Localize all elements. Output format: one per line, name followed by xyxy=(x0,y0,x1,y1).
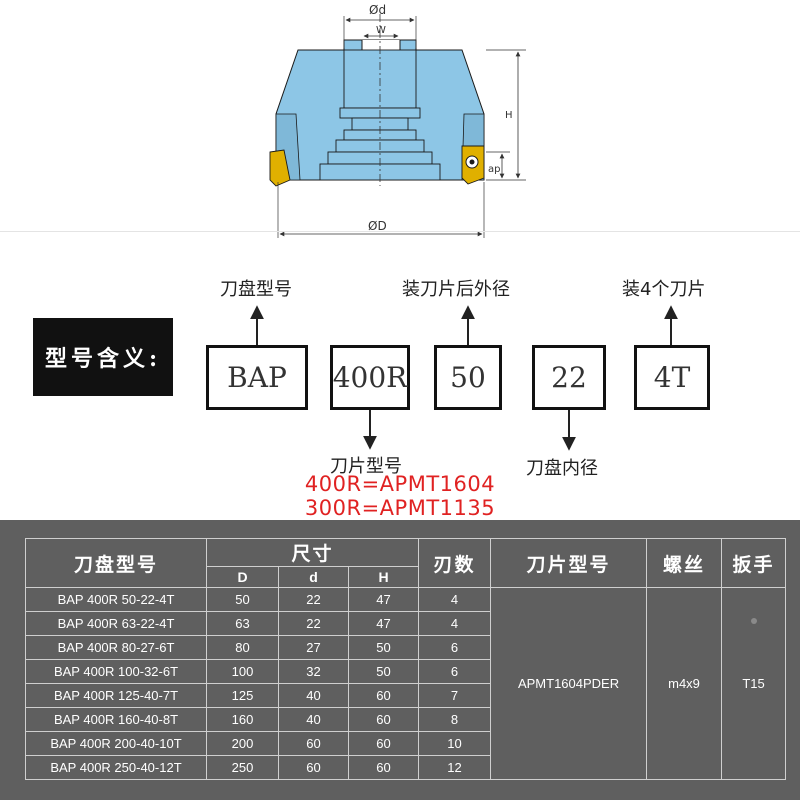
cell-D: 50 xyxy=(206,587,279,612)
table-row: BAP 400R 50-22-4T 50 22 47 4 APMT1604PDE… xyxy=(25,587,787,780)
header-wrench: 扳手 xyxy=(721,538,787,588)
dim-d-label: Ød xyxy=(369,3,386,17)
cell-D: 100 xyxy=(206,659,279,684)
insert-note-400r: 400R=APMT1604 xyxy=(304,472,496,496)
dim-D-label: ØD xyxy=(368,219,387,233)
header-flutes: 刃数 xyxy=(418,538,492,588)
cell-d: 40 xyxy=(278,707,349,732)
cell-H: 50 xyxy=(347,635,420,660)
left-insert xyxy=(269,149,291,187)
cell-H: 47 xyxy=(347,611,420,636)
table-row: BAP 400R 63-22-4T 63 22 47 4 xyxy=(25,611,786,636)
cell-H: 50 xyxy=(347,659,420,684)
cell-d: 27 xyxy=(278,635,349,660)
cell-flutes: 4 xyxy=(418,587,492,612)
cell-flutes: 10 xyxy=(418,731,492,756)
insert-note-300r: 300R=APMT1135 xyxy=(304,496,496,520)
cell-wrench: T15 xyxy=(721,587,787,780)
cell-D: 80 xyxy=(206,635,279,660)
code-box-insert-count: 4T xyxy=(634,345,710,410)
header-insert-model: 刀片型号 xyxy=(490,538,648,588)
cell-D: 63 xyxy=(206,611,279,636)
dot-mark xyxy=(750,618,757,624)
cell-insert-model: APMT1604PDER xyxy=(490,587,648,780)
cell-d: 22 xyxy=(278,611,349,636)
cell-H: 60 xyxy=(347,755,420,780)
annotation-insert-model: 刀片型号 xyxy=(330,456,402,477)
cell-flutes: 12 xyxy=(418,755,492,780)
cell-flutes: 4 xyxy=(418,611,492,636)
code-box-inner-diameter: 22 xyxy=(532,345,606,410)
cell-H: 60 xyxy=(347,731,420,756)
cell-H: 60 xyxy=(347,707,420,732)
cell-d: 32 xyxy=(278,659,349,684)
table-row: BAP 400R 100-32-6T 100 32 50 6 xyxy=(25,659,786,684)
cutter-drawing: Ød W H ap ØD xyxy=(269,3,526,238)
cell-flutes: 8 xyxy=(418,707,492,732)
header-dimensions: 尺寸 xyxy=(205,538,420,567)
table-row: BAP 400R 125-40-7T 125 40 60 7 xyxy=(25,683,786,708)
cell-model: BAP 400R 200-40-10T xyxy=(25,731,207,756)
cell-model: BAP 400R 63-22-4T xyxy=(25,611,207,636)
model-meaning-tag: 型号含义: xyxy=(33,318,173,396)
dim-w-label: W xyxy=(376,25,386,36)
cell-model: BAP 400R 50-22-4T xyxy=(25,587,207,612)
dim-h-label: H xyxy=(505,110,513,121)
header-cutter-model: 刀盘型号 xyxy=(25,538,207,588)
cell-model: BAP 400R 160-40-8T xyxy=(25,707,207,732)
cell-model: BAP 400R 100-32-6T xyxy=(25,659,207,684)
table-row: BAP 400R 160-40-8T 160 40 60 8 xyxy=(25,707,786,732)
table-row: BAP 400R 250-40-12T 250 60 60 12 xyxy=(25,755,786,780)
cell-screw: m4x9 xyxy=(646,587,723,780)
header-D: D xyxy=(206,566,279,588)
header-H: H xyxy=(347,566,420,588)
cell-flutes: 6 xyxy=(418,635,492,660)
cell-D: 160 xyxy=(206,707,279,732)
cell-D: 125 xyxy=(206,683,279,708)
annotation-inner-diameter: 刀盘内径 xyxy=(526,458,598,479)
cell-D: 250 xyxy=(206,755,279,780)
model-meaning-label: 型号含义: xyxy=(44,346,162,372)
cell-d: 60 xyxy=(278,731,349,756)
cell-model: BAP 400R 80-27-6T xyxy=(25,635,207,660)
table-row: BAP 400R 80-27-6T 80 27 50 6 xyxy=(25,635,786,660)
wrench-value: T15 xyxy=(742,676,765,691)
cell-flutes: 6 xyxy=(418,659,492,684)
cell-d: 22 xyxy=(278,587,349,612)
top-area: Ød W H ap ØD 型号含义: BAP 400R 50 22 4T 刀盘型… xyxy=(0,3,800,520)
cell-D: 200 xyxy=(206,731,279,756)
cell-model: BAP 400R 125-40-7T xyxy=(25,683,207,708)
cell-model: BAP 400R 250-40-12T xyxy=(25,755,207,780)
cell-d: 60 xyxy=(278,755,349,780)
dim-ap-label: ap xyxy=(488,164,500,175)
code-box-insert-type: 400R xyxy=(330,345,410,410)
divider-line xyxy=(0,231,800,232)
annotation-cutter-model: 刀盘型号 xyxy=(220,279,292,300)
code-box-series: BAP xyxy=(206,345,308,410)
cell-d: 40 xyxy=(278,683,349,708)
spec-table: 刀盘型号 尺寸 刃数 刀片型号 螺丝 扳手 D d H BAP 400R 50-… xyxy=(25,538,787,780)
header-d: d xyxy=(278,566,349,588)
code-box-outer-diameter: 50 xyxy=(434,345,502,410)
cell-H: 47 xyxy=(347,587,420,612)
cell-H: 60 xyxy=(347,683,420,708)
cell-flutes: 7 xyxy=(418,683,492,708)
header-screw: 螺丝 xyxy=(646,538,723,588)
annotation-insert-count: 装4个刀片 xyxy=(622,279,706,300)
annotation-outer-diameter: 装刀片后外径 xyxy=(402,279,510,300)
